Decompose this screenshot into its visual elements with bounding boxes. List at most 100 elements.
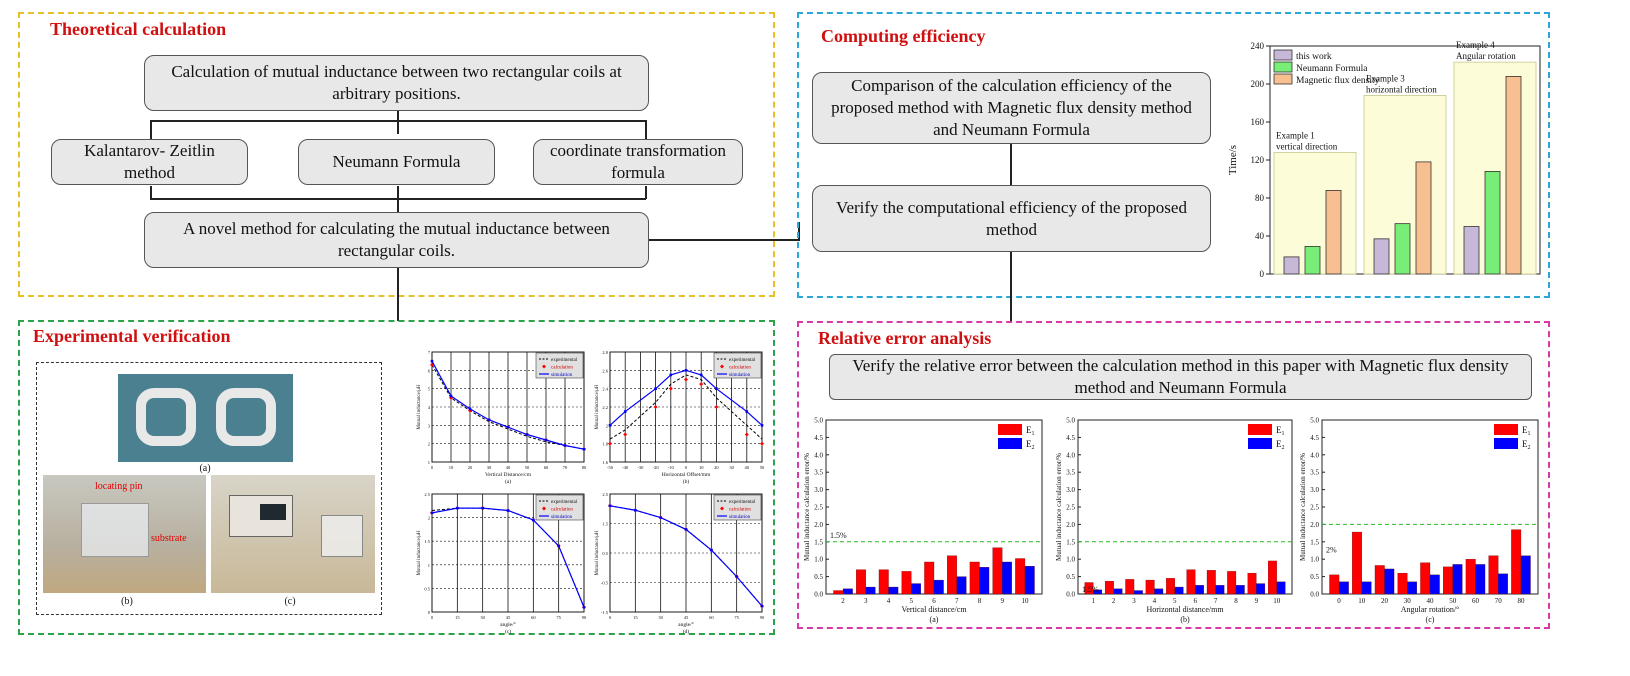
y-tick-label: 1.5 bbox=[1310, 538, 1319, 546]
y-tick-label: 5 bbox=[428, 387, 431, 392]
series-point bbox=[557, 544, 560, 548]
series-point bbox=[684, 528, 688, 531]
bar bbox=[1488, 555, 1499, 595]
series-point bbox=[760, 441, 764, 446]
photo-coils bbox=[118, 374, 293, 462]
x-tick-label: -40 bbox=[622, 465, 629, 470]
box-verify-efficiency: Verify the computational efficiency of t… bbox=[812, 185, 1211, 252]
y-tick-label: 5.0 bbox=[1066, 417, 1075, 425]
bar bbox=[1206, 570, 1216, 595]
y-tick-label: 120 bbox=[1251, 155, 1265, 165]
y-axis-label: Mutual inductance/μH bbox=[417, 530, 422, 575]
y-tick-label: 0.5 bbox=[602, 551, 608, 556]
legend-label: calculation bbox=[551, 366, 573, 371]
series-point bbox=[563, 444, 567, 447]
legend-label: calculation bbox=[729, 366, 751, 371]
bar bbox=[1452, 564, 1463, 595]
chart-caption: (b) bbox=[1180, 615, 1190, 624]
series-point bbox=[544, 438, 548, 442]
legend-label: Magnetic flux density bbox=[1296, 75, 1380, 86]
x-tick-label: 9 bbox=[1255, 597, 1259, 605]
bar bbox=[1407, 581, 1417, 595]
legend-label: experimental bbox=[729, 500, 756, 505]
connector bbox=[645, 186, 647, 199]
legend-swatch bbox=[998, 424, 1022, 435]
chart-caption: (c) bbox=[1426, 615, 1435, 624]
bar bbox=[1247, 572, 1257, 595]
bar bbox=[1304, 246, 1321, 275]
series-point bbox=[744, 432, 749, 437]
x-tick-label: 1 bbox=[1092, 597, 1096, 605]
chart-caption: (d) bbox=[683, 628, 690, 634]
bar bbox=[956, 576, 967, 595]
x-tick-label: 60 bbox=[544, 465, 549, 470]
bar bbox=[1429, 574, 1440, 595]
experiment-title: Experimental verification bbox=[33, 326, 231, 346]
y-tick-label: 5.0 bbox=[814, 417, 823, 425]
series-point bbox=[532, 518, 535, 522]
x-tick-label: 4 bbox=[887, 597, 891, 605]
y-tick-label: 0.5 bbox=[424, 586, 430, 591]
substrate-label: substrate bbox=[151, 533, 187, 544]
legend-label: experimental bbox=[729, 358, 756, 363]
y-tick-label: 2 bbox=[606, 423, 608, 428]
series-point bbox=[623, 432, 628, 437]
y-tick-label: 0 bbox=[1260, 269, 1265, 279]
x-tick-label: 4 bbox=[1153, 597, 1157, 605]
y-tick-label: 2.2 bbox=[602, 405, 608, 410]
x-tick-label: 8 bbox=[978, 597, 982, 605]
y-axis-label: Time/s bbox=[1227, 145, 1239, 175]
series-line bbox=[609, 374, 763, 440]
y-tick-label: 40 bbox=[1255, 231, 1265, 241]
x-tick-label: 40 bbox=[1427, 597, 1435, 605]
legend-label: simulation bbox=[551, 373, 573, 378]
y-tick-label: 3.0 bbox=[1310, 486, 1319, 494]
x-tick-label: 30 bbox=[658, 615, 663, 620]
x-tick-label: 40 bbox=[745, 465, 750, 470]
y-tick-label: 2.0 bbox=[1310, 521, 1319, 529]
x-tick-label: 0 bbox=[431, 465, 434, 470]
y-axis-label: Mutual inductance/μH bbox=[595, 384, 600, 429]
legend-swatch bbox=[1273, 61, 1293, 73]
bar bbox=[1283, 256, 1300, 275]
legend-swatch bbox=[720, 506, 724, 511]
x-axis-label: Horizontal Offset/mm bbox=[662, 471, 711, 478]
series-point bbox=[608, 504, 612, 508]
x-tick-label: 30 bbox=[729, 465, 734, 470]
y-tick-label: 0.5 bbox=[814, 573, 823, 581]
error-panel bbox=[797, 321, 1550, 629]
legend-swatch bbox=[998, 438, 1022, 449]
bar bbox=[1113, 588, 1123, 595]
category-label: vertical direction bbox=[1276, 141, 1338, 151]
y-axis-label: Mutual inductance calculation error/% bbox=[1299, 453, 1307, 561]
bar bbox=[1505, 76, 1522, 275]
y-tick-label: 0.5 bbox=[1066, 573, 1075, 581]
bar bbox=[1415, 161, 1432, 275]
x-tick-label: -10 bbox=[668, 465, 675, 470]
bar bbox=[1465, 559, 1476, 595]
x-tick-label: 9 bbox=[1000, 597, 1004, 605]
pin-label: locating pin bbox=[95, 481, 143, 492]
experiment-panel bbox=[18, 320, 775, 635]
box-coordinate-transform: coordinate transformation formula bbox=[533, 139, 743, 185]
bar bbox=[1374, 565, 1385, 595]
acrylic-block bbox=[81, 503, 149, 557]
chart-caption: (a) bbox=[930, 615, 939, 624]
x-tick-label: 7 bbox=[1214, 597, 1218, 605]
legend-swatch bbox=[542, 364, 546, 369]
legend-label: E1 bbox=[1276, 425, 1285, 437]
legend-swatch bbox=[1494, 424, 1518, 435]
y-tick-label: 3.5 bbox=[1310, 469, 1319, 477]
y-axis-label: Mutual inductance/μH bbox=[417, 384, 422, 429]
series-point bbox=[714, 405, 719, 409]
y-tick-label: 80 bbox=[1255, 193, 1265, 203]
legend-label: experimental bbox=[551, 500, 578, 505]
bar bbox=[1215, 585, 1225, 595]
x-tick-label: 5 bbox=[910, 597, 914, 605]
y-tick-label: 7 bbox=[428, 350, 431, 355]
chart-caption: (a) bbox=[505, 478, 511, 484]
x-tick-label: -50 bbox=[607, 465, 614, 470]
